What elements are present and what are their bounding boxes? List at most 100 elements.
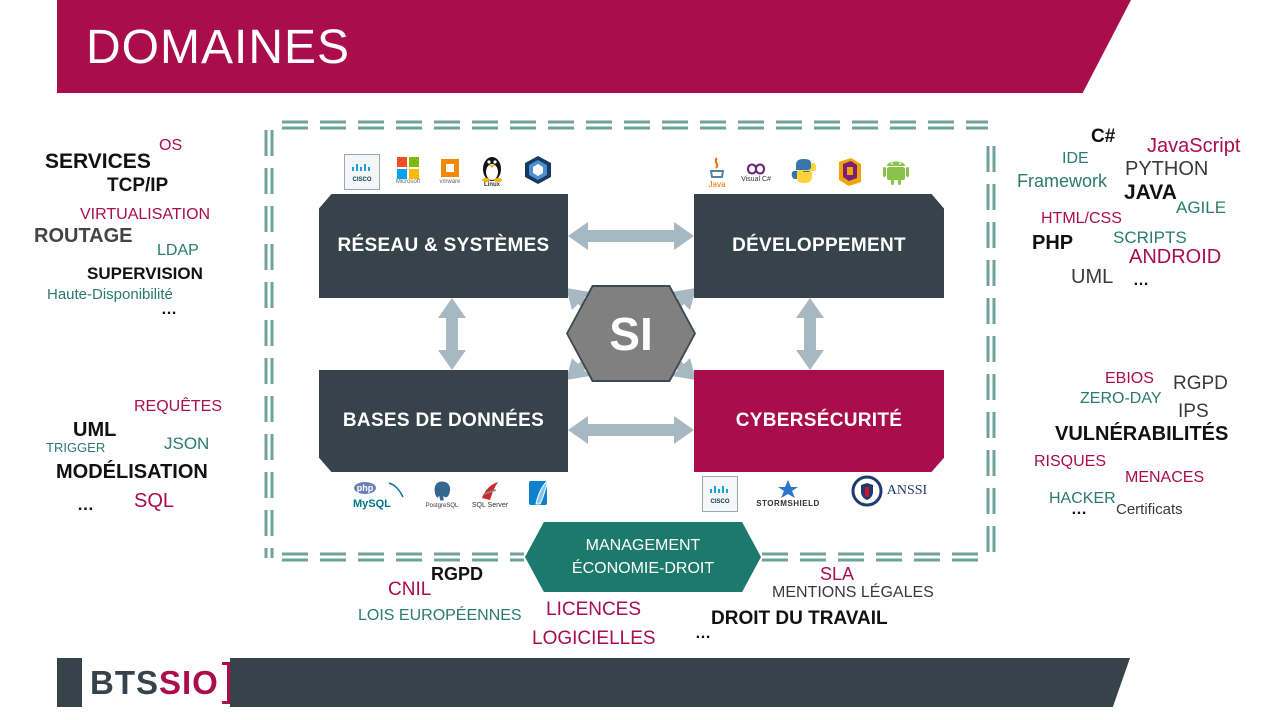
kw-vulnerabilites: VULNÉRABILITÉS — [1055, 423, 1229, 445]
arrow-bdd-cyber — [568, 416, 694, 444]
sqlite-logo — [524, 476, 554, 510]
kw-droit-travail: DROIT DU TRAVAIL — [711, 608, 888, 629]
kw-python: PYTHON — [1125, 158, 1209, 180]
mysql-logo: php MySQL — [348, 478, 410, 512]
stormshield-text: STORMSHIELD — [756, 498, 820, 508]
android-logo — [880, 152, 912, 188]
virtualbox-logo — [522, 152, 554, 188]
logo-bts: BTS — [90, 663, 159, 701]
kw-services: SERVICES — [45, 150, 151, 173]
title-banner — [57, 0, 1131, 93]
si-label: SI — [609, 307, 653, 360]
kw-hacker: HACKER — [1049, 490, 1116, 507]
kw-virtualisation: VIRTUALISATION — [80, 206, 211, 223]
kw-cyber-etc: … — [1071, 501, 1087, 518]
kw-scripts: SCRIPTS — [1113, 228, 1187, 247]
stormshield-logo: STORMSHIELD — [752, 476, 824, 510]
page-title: DOMAINES — [86, 21, 351, 74]
kw-htmlcss: HTML/CSS — [1041, 210, 1122, 227]
kw-mentions-legales: MENTIONS LÉGALES — [772, 584, 934, 601]
box-reseau-systemes: RÉSEAU & SYSTÈMES — [319, 194, 568, 298]
kw-lois-europeennes: LOIS EUROPÉENNES — [358, 607, 522, 624]
linux-tux-logo: Linux — [478, 152, 506, 190]
java-logo: Java — [704, 154, 730, 190]
footer-bar — [57, 658, 1130, 707]
sqlserver-logo: SQL Server — [470, 476, 510, 512]
kw-rgpd-cyber: RGPD — [1173, 373, 1228, 394]
kw-reseau-etc: … — [161, 301, 177, 318]
kw-modelisation: MODÉLISATION — [56, 461, 208, 483]
mysql-text: MySQL — [353, 498, 391, 510]
dashed-frame — [264, 120, 996, 562]
cisco-logo: CISCO — [344, 154, 380, 190]
kw-ide: IDE — [1062, 150, 1089, 167]
box-cybersecurite: CYBERSÉCURITÉ — [694, 370, 944, 472]
anssi-logo: ANSSI — [848, 474, 930, 508]
kw-risques: RISQUES — [1034, 453, 1107, 470]
kw-rgpd-droit: RGPD — [431, 564, 484, 584]
kw-droit-etc: … — [695, 625, 711, 642]
kw-sql: SQL — [134, 490, 175, 512]
kw-cnil: CNIL — [388, 579, 432, 600]
kw-sla: SLA — [820, 564, 855, 584]
kw-logicielles: LOGICIELLES — [532, 628, 656, 649]
box-reseau-label: RÉSEAU & SYSTÈMES — [337, 235, 550, 256]
kw-json: JSON — [164, 434, 210, 453]
kw-tcpip: TCP/IP — [107, 175, 169, 196]
management-hexagon: MANAGEMENT ÉCONOMIE-DROIT — [525, 522, 761, 592]
si-hexagon: SI — [568, 287, 694, 380]
kw-javascript: JavaScript — [1147, 135, 1241, 157]
box-cyber-label: CYBERSÉCURITÉ — [735, 410, 903, 431]
kw-java: JAVA — [1124, 181, 1177, 204]
cisco-academy-text: CISCO — [710, 499, 729, 505]
visual-csharp-logo: Visual C# — [738, 158, 774, 186]
arrow-reseau-dev — [568, 222, 694, 250]
kw-bdd-etc: … — [77, 495, 94, 514]
kw-routage: ROUTAGE — [34, 225, 133, 247]
kw-menaces: MENACES — [1125, 469, 1205, 486]
kw-supervision: SUPERVISION — [87, 264, 203, 283]
management-line1: MANAGEMENT — [585, 536, 701, 554]
kw-dev-etc: … — [1133, 272, 1149, 289]
java-text: Java — [708, 179, 726, 189]
kw-ldap: LDAP — [157, 242, 199, 259]
kw-framework: Framework — [1017, 171, 1108, 191]
linux-text: Linux — [484, 182, 500, 188]
kw-csharp: C# — [1091, 126, 1116, 147]
arrow-dev-cyber — [796, 298, 824, 370]
anssi-text: ANSSI — [886, 483, 928, 498]
kw-requetes: REQUÊTES — [134, 398, 223, 415]
php-ml-logo — [836, 154, 864, 188]
management-line2: ÉCONOMIE-DROIT — [571, 560, 715, 577]
kw-certificats: Certificats — [1116, 501, 1183, 518]
python-logo — [788, 154, 820, 188]
box-bases-donnees: BASES DE DONNÉES — [319, 370, 568, 472]
kw-php: PHP — [1032, 232, 1074, 254]
arrow-reseau-bdd — [438, 298, 466, 370]
kw-ebios: EBIOS — [1105, 370, 1154, 387]
kw-uml-dev: UML — [1071, 266, 1114, 288]
kw-ips: IPS — [1178, 401, 1209, 422]
kw-haute-dispo: Haute-Disponibilité — [47, 286, 173, 303]
kw-uml-bdd: UML — [73, 419, 117, 441]
kw-os: OS — [159, 137, 183, 154]
sqlserver-text: SQL Server — [471, 501, 509, 509]
box-developpement: DÉVELOPPEMENT — [694, 194, 944, 298]
microsoft-logo: Microsoft — [394, 154, 422, 188]
box-bdd-label: BASES DE DONNÉES — [342, 410, 545, 431]
logo-bracket-icon — [221, 661, 230, 704]
microsoft-text: Microsoft — [395, 179, 421, 185]
svg-text:php: php — [357, 483, 374, 493]
postgres-text: PostgreSQL — [425, 503, 459, 509]
bts-sio-logo: BTSSIO — [82, 658, 230, 707]
logo-text: BTSSIO — [90, 664, 219, 702]
kw-android: ANDROID — [1129, 246, 1222, 268]
logo-sio: SIO — [159, 663, 219, 701]
visualc-text: Visual C# — [741, 175, 771, 183]
kw-licences: LICENCES — [546, 599, 642, 620]
box-dev-label: DÉVELOPPEMENT — [732, 235, 906, 256]
kw-trigger: TRIGGER — [46, 440, 106, 455]
kw-zeroday: ZERO-DAY — [1080, 390, 1162, 407]
cisco-academy-logo: CISCO — [702, 476, 738, 512]
cisco-text: CISCO — [352, 177, 371, 183]
